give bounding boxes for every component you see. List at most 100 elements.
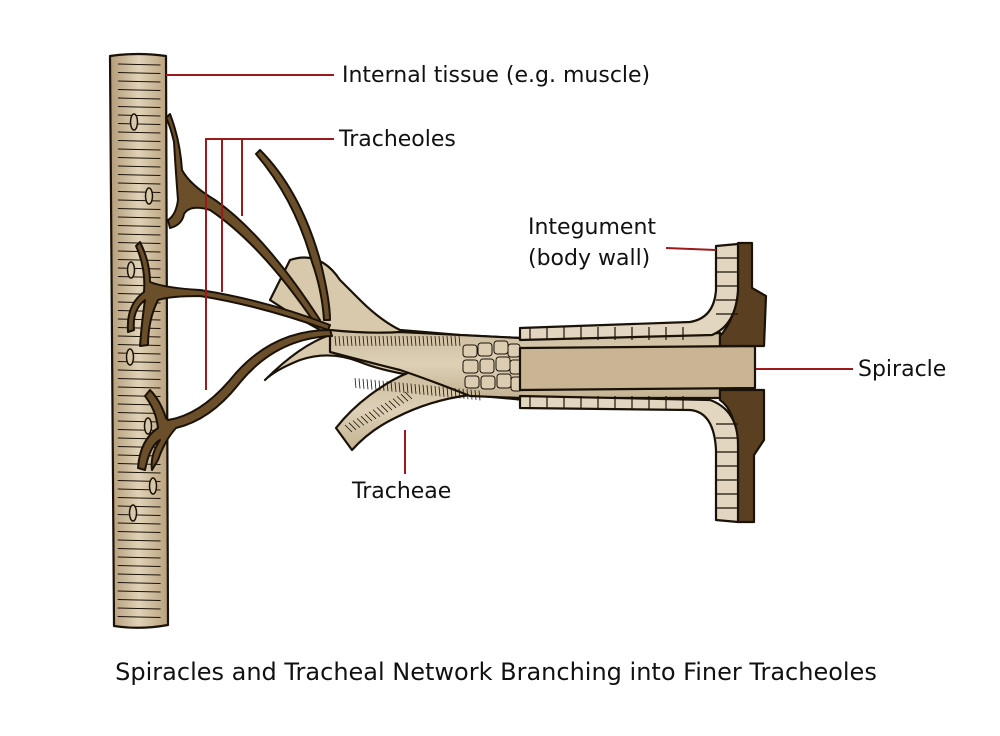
striation-line	[117, 318, 161, 321]
striation-line	[117, 471, 161, 474]
striation-line	[117, 157, 161, 159]
taenidia-line	[354, 377, 357, 389]
striation-line	[117, 616, 161, 618]
taenidia-line	[450, 387, 453, 398]
taenidia-line	[400, 393, 409, 402]
striation-line	[117, 590, 161, 593]
striation-line	[117, 106, 161, 108]
taenidia-line	[364, 413, 373, 422]
diagram-caption: Spiracles and Tracheal Network Branching…	[115, 658, 877, 686]
taenidia-line	[454, 335, 457, 347]
internal-tissue	[108, 52, 170, 629]
striation-line	[117, 352, 161, 355]
taenidia-line	[362, 335, 365, 347]
taenidia-line	[396, 396, 405, 404]
taenidia-line	[478, 390, 481, 401]
taenidia-line	[382, 380, 385, 391]
taenidia-line	[398, 335, 401, 347]
taenidia-line	[386, 381, 389, 392]
taenidia-line	[348, 422, 357, 431]
striation-line	[117, 165, 161, 168]
taenidia-line	[372, 409, 381, 417]
taenidia-line	[434, 385, 437, 397]
taenidia-line	[414, 335, 417, 347]
taenidia-line	[358, 335, 361, 347]
tissue-nuclei	[125, 113, 158, 522]
taenidia-line	[378, 380, 381, 391]
striation-line	[117, 140, 161, 142]
striation-line	[117, 582, 161, 584]
striation-line	[117, 182, 161, 185]
striation-line	[117, 276, 161, 278]
striation-line	[117, 539, 161, 542]
label-internal-tissue: Internal tissue (e.g. muscle)	[342, 63, 650, 88]
taenidia-line	[352, 420, 361, 428]
taenidia-line	[450, 335, 453, 347]
taenidia-line	[474, 389, 477, 401]
striation-line	[117, 378, 161, 380]
taenidia-line	[366, 335, 369, 347]
taenidia-line	[394, 335, 397, 347]
taenidia-line	[368, 411, 377, 420]
taenidia-line	[374, 335, 377, 347]
taenidia-line	[384, 402, 393, 411]
taenidia-line	[398, 382, 401, 393]
taenidia-line	[442, 386, 445, 397]
taenidia-line	[354, 335, 357, 347]
taenidia-line	[410, 335, 413, 347]
taenidia-line	[402, 335, 405, 347]
tracheal-cells	[462, 340, 523, 392]
tracheoles	[126, 113, 333, 471]
striation-line	[117, 327, 161, 329]
striation-line	[117, 548, 161, 550]
striation-line	[117, 573, 161, 576]
taenidia-line	[342, 335, 345, 347]
taenidia-line	[434, 335, 437, 347]
integument	[518, 241, 768, 524]
taenidia-line	[360, 415, 369, 424]
taenidia-line	[386, 335, 389, 347]
taenidia-line	[404, 391, 413, 400]
taenidia-line	[418, 335, 421, 347]
taenidia-line	[410, 383, 413, 394]
striation-line	[117, 216, 161, 219]
striation-line	[117, 420, 161, 423]
striation-line	[117, 522, 161, 525]
taenidia-line	[442, 335, 445, 347]
taenidia-line	[362, 378, 365, 389]
striation-line	[117, 599, 161, 601]
striation-line	[117, 531, 161, 533]
striation-line	[117, 369, 161, 372]
striation-line	[117, 225, 161, 227]
striation-line	[117, 72, 161, 74]
taenidia-line	[426, 335, 429, 347]
striation-line	[117, 97, 161, 100]
striation-line	[117, 148, 161, 151]
taenidia-line	[426, 385, 429, 396]
striation-line	[117, 191, 161, 193]
striation-line	[117, 497, 161, 499]
taenidia-line	[402, 382, 405, 393]
striation-line	[117, 174, 161, 176]
taenidia-line	[370, 379, 373, 390]
label-integument: Integument	[528, 215, 656, 240]
taenidia-line	[462, 388, 465, 399]
taenidia-line	[370, 335, 373, 347]
taenidia-line	[356, 418, 365, 426]
label-body-wall: (body wall)	[528, 246, 650, 271]
striation-line	[117, 361, 161, 363]
taenidia-line	[430, 335, 433, 347]
striation-line	[117, 607, 161, 610]
label-tracheoles: Tracheoles	[338, 127, 456, 152]
leader-lines	[166, 74, 853, 474]
striation-line	[117, 412, 161, 414]
taenidia-line	[438, 335, 441, 347]
taenidia-line	[394, 381, 397, 393]
integument-cells	[529, 257, 738, 509]
taenidia-line	[358, 378, 361, 389]
striation-line	[117, 565, 161, 567]
striation-line	[117, 233, 161, 236]
taenidia-line	[344, 424, 353, 433]
taenidia-line	[418, 384, 421, 395]
